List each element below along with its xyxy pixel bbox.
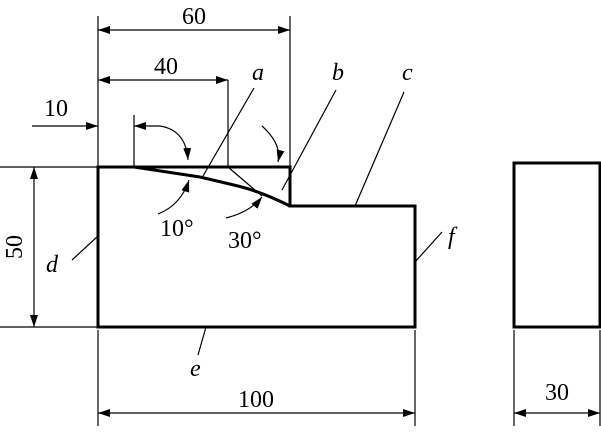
leader-d xyxy=(71,235,99,261)
angle-10-label: 10° xyxy=(160,216,194,242)
surface-label-a: a xyxy=(252,60,264,86)
surface-leaders xyxy=(71,87,443,356)
leader-c xyxy=(354,91,405,207)
dim-30-label: 30 xyxy=(545,380,569,406)
angle-10-arc-bottom xyxy=(157,179,190,215)
angle-10-arc-top xyxy=(159,125,192,161)
surface-b-curve xyxy=(199,175,291,208)
dim-100-label: 100 xyxy=(238,387,274,413)
leader-a xyxy=(202,87,255,177)
dim-10-label: 10 xyxy=(44,96,68,122)
dim-60-label: 60 xyxy=(182,4,206,30)
extension-lines xyxy=(0,16,601,426)
surface-label-f: f xyxy=(448,224,458,250)
surface-label-c: c xyxy=(402,60,413,86)
dimension-lines xyxy=(30,26,600,417)
dim-50-label: 50 xyxy=(2,235,28,259)
surface-30deg-line xyxy=(227,166,263,197)
leader-b xyxy=(281,89,337,191)
angle-30-arc-bottom xyxy=(225,196,263,219)
groove-profile xyxy=(133,80,291,208)
surface-label-d: d xyxy=(46,252,59,278)
leader-e xyxy=(197,326,207,356)
angle-30-label: 30° xyxy=(228,228,262,254)
angle-30-arc-top xyxy=(261,125,285,163)
surface-a-line xyxy=(133,165,201,179)
dim-40-label: 40 xyxy=(154,54,178,80)
surface-label-e: e xyxy=(190,356,201,382)
part-outline-side xyxy=(512,161,601,329)
angle-markers xyxy=(157,125,285,219)
surface-label-b: b xyxy=(332,60,344,86)
leader-f xyxy=(414,231,443,263)
